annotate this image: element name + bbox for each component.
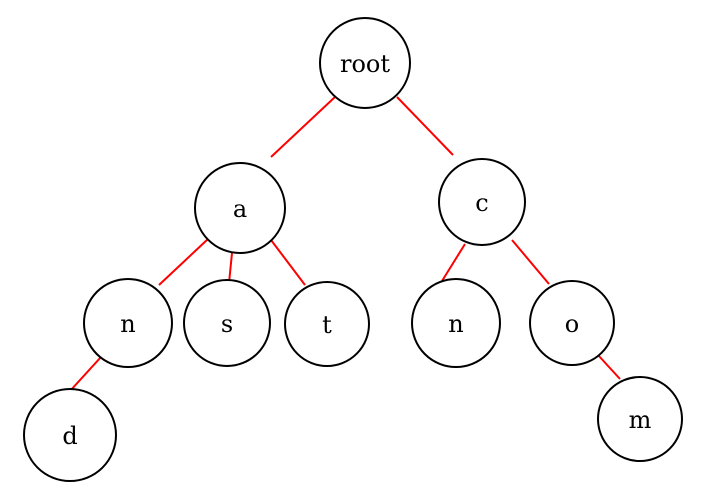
tree-edge-c-to-n2 <box>441 243 466 282</box>
node-circle-n1[interactable] <box>83 278 173 368</box>
node-circle-a[interactable] <box>194 162 286 254</box>
tree-node-c[interactable]: c <box>438 158 526 246</box>
tree-edge-root-to-a <box>270 96 336 158</box>
edges-layer <box>69 96 621 392</box>
node-label-root: root <box>340 50 390 78</box>
tree-node-root[interactable]: root <box>319 17 411 109</box>
tree-node-o[interactable]: o <box>529 280 615 366</box>
tree-node-t[interactable]: t <box>284 281 370 367</box>
nodes-layer: root a c n s t n o d m <box>23 17 683 482</box>
node-label-n1: n <box>120 310 135 338</box>
node-circle-c[interactable] <box>438 158 526 246</box>
tree-edge-o-to-m <box>597 354 621 380</box>
node-label-o: o <box>565 310 579 338</box>
node-circle-root[interactable] <box>319 17 411 109</box>
node-circle-s[interactable] <box>183 279 271 367</box>
tree-node-m[interactable]: m <box>597 376 683 462</box>
node-circle-n2[interactable] <box>411 278 501 368</box>
tree-edge-n1-to-d <box>69 356 102 392</box>
node-label-c: c <box>475 189 488 217</box>
node-label-t: t <box>322 311 332 339</box>
tree-edge-a-to-n1 <box>158 238 209 286</box>
node-circle-d[interactable] <box>23 388 117 482</box>
tree-node-s[interactable]: s <box>183 279 271 367</box>
tree-edge-root-to-c <box>396 96 454 156</box>
node-label-m: m <box>629 406 652 434</box>
node-label-n2: n <box>448 310 463 338</box>
tree-edge-a-to-t <box>270 239 306 286</box>
node-circle-t[interactable] <box>284 281 370 367</box>
node-circle-o[interactable] <box>529 280 615 366</box>
tree-node-n2[interactable]: n <box>411 278 501 368</box>
tree-edge-c-to-o <box>511 239 550 285</box>
node-label-d: d <box>62 422 77 450</box>
tree-edge-a-to-s <box>228 252 233 284</box>
node-circle-m[interactable] <box>597 376 683 462</box>
tree-node-d[interactable]: d <box>23 388 117 482</box>
node-label-s: s <box>221 310 233 338</box>
tree-node-a[interactable]: a <box>194 162 286 254</box>
node-label-a: a <box>233 195 247 223</box>
tree-node-n1[interactable]: n <box>83 278 173 368</box>
